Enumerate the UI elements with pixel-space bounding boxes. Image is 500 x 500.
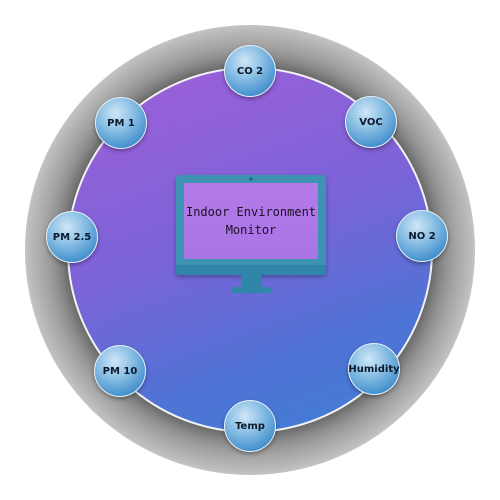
node-pm25: PM 2.5 <box>46 211 98 263</box>
node-humidity: Humidity <box>348 343 400 395</box>
desktop-monitor-icon: Indoor Environment Monitor <box>176 175 326 295</box>
monitor-chin <box>176 265 326 275</box>
monitor-stand-base <box>231 287 271 293</box>
node-temp: Temp <box>224 400 276 452</box>
node-pm10: PM 10 <box>94 345 146 397</box>
node-pm1: PM 1 <box>95 97 147 149</box>
monitor-title-line1: Indoor Environment <box>185 205 317 219</box>
monitor-screen: Indoor Environment Monitor <box>184 183 318 259</box>
monitor-frame: Indoor Environment Monitor <box>176 175 326 275</box>
monitor-stand-neck <box>241 275 261 289</box>
camera-dot <box>249 177 253 181</box>
monitor-title-line2: Monitor <box>225 223 277 237</box>
node-voc: VOC <box>345 96 397 148</box>
node-co2: CO 2 <box>224 45 276 97</box>
node-no2: NO 2 <box>396 210 448 262</box>
